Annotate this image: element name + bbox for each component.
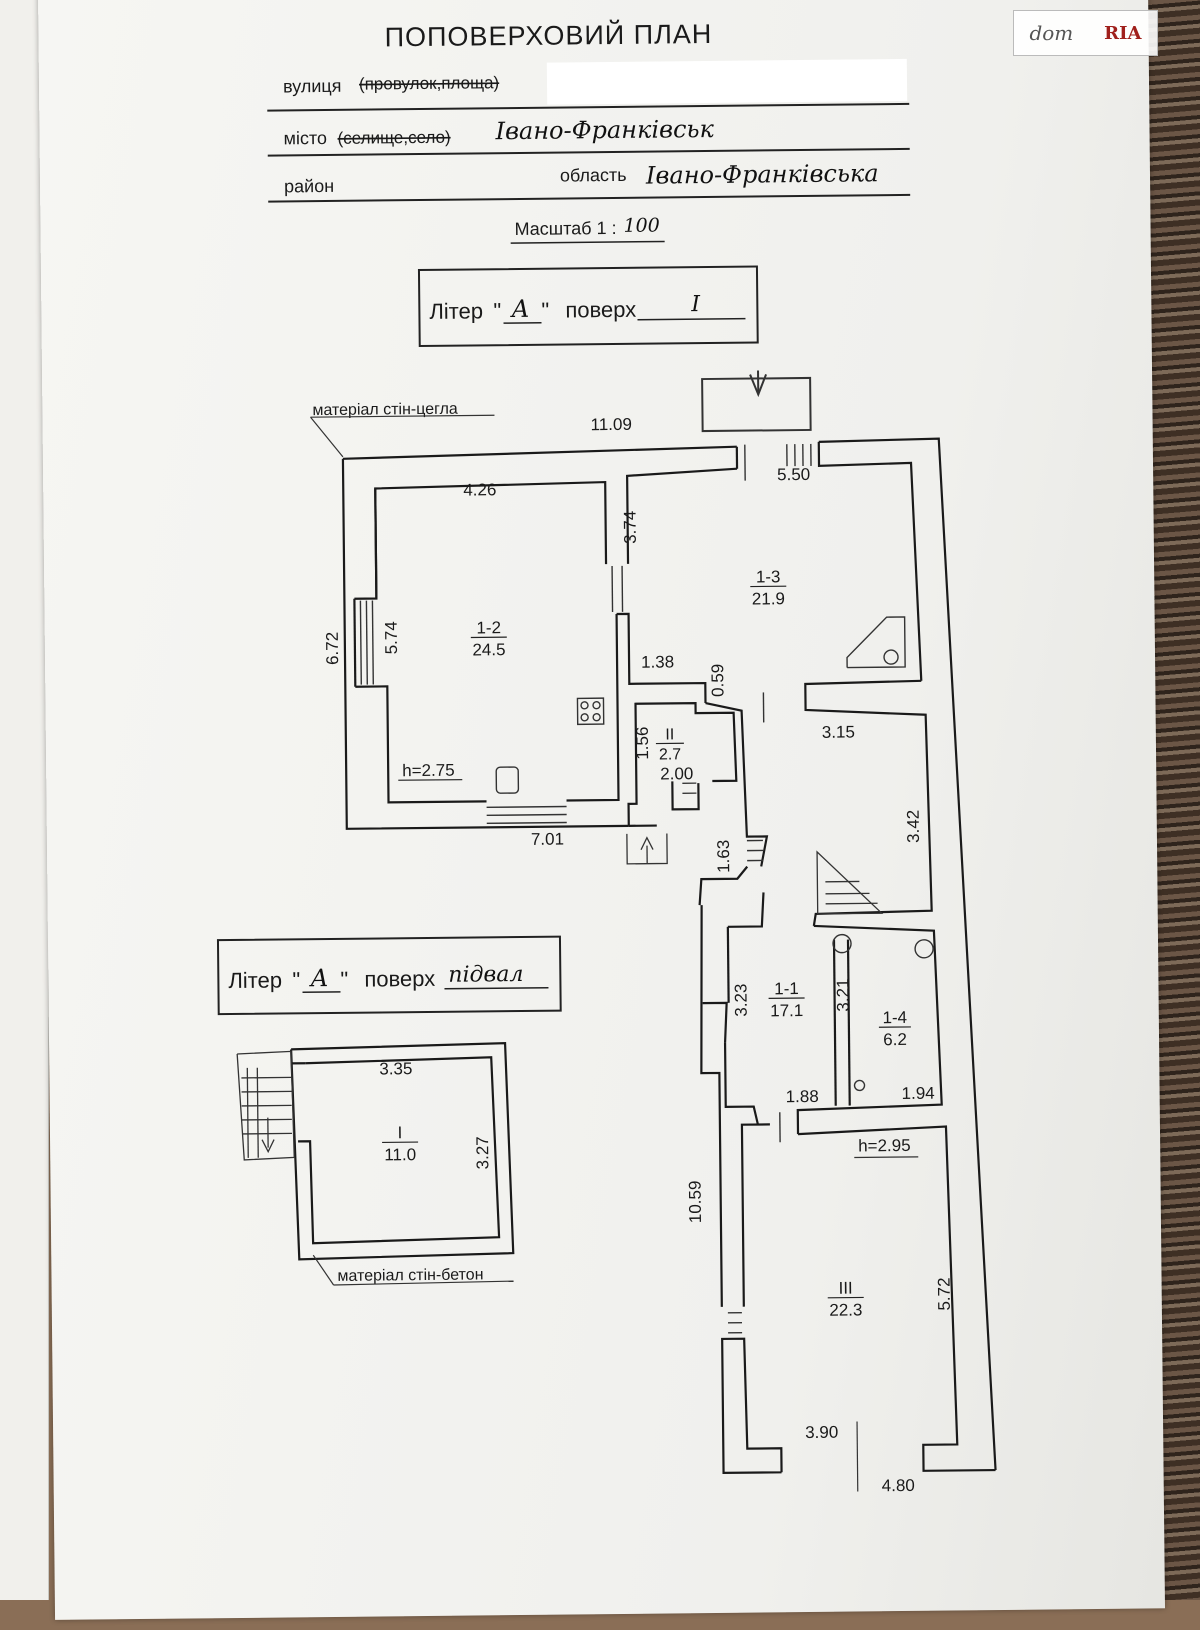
scale-value: 100 xyxy=(623,215,659,237)
dim-7-01: 7.01 xyxy=(531,830,564,849)
dim-6-72: 6.72 xyxy=(323,632,342,665)
dim-1-88: 1.88 xyxy=(786,1087,819,1106)
dim-3-15: 3.15 xyxy=(822,722,855,741)
floor1-wall-material-leader xyxy=(310,417,342,457)
dim-3-23: 3.23 xyxy=(731,984,750,1017)
room-1-2-area: 24.5 xyxy=(472,640,505,659)
floor1-quote-close: " xyxy=(541,298,549,323)
basement-stairs xyxy=(237,1051,294,1160)
floor1-quote-open: " xyxy=(493,298,501,323)
dim-11-09: 11.09 xyxy=(590,415,631,434)
basement-quote-close: " xyxy=(340,967,348,992)
room-II-id: II xyxy=(665,726,674,743)
dim-0-59: 0.59 xyxy=(708,664,727,697)
room-1-3: 1-3 21.9 xyxy=(750,567,786,608)
dim-3-21: 3.21 xyxy=(833,978,852,1011)
street-struck-text: (провулок,площа) xyxy=(359,73,499,93)
basement-liter-label: Літер xyxy=(228,967,282,993)
floor-plan-sheet: ПОПОВЕРХОВИЙ ПЛАН вулиця (провулок,площа… xyxy=(38,0,1165,1620)
floor1-floor-value: I xyxy=(690,292,701,317)
city-label: місто xyxy=(283,128,327,148)
room-III-id: III xyxy=(838,1279,852,1298)
oblast-label: область xyxy=(560,165,627,186)
room-I-id: I xyxy=(398,1123,403,1142)
basement-floor-value: підвал xyxy=(448,962,523,988)
room-1-3-area: 21.9 xyxy=(752,589,785,608)
scale-underline xyxy=(511,241,665,243)
basement-floor-label: поверх xyxy=(364,966,435,992)
dim-5-72: 5.72 xyxy=(935,1277,954,1310)
room-III: III 22.3 xyxy=(828,1278,864,1319)
floor1-stairs xyxy=(626,781,881,916)
dim-1-56: 1.56 xyxy=(633,727,652,760)
dim-h-2-75-underline xyxy=(398,780,462,781)
scale-label: Масштаб 1 : xyxy=(514,218,616,239)
room-I-area: 11.0 xyxy=(384,1145,416,1164)
floor1-openings xyxy=(359,444,820,1337)
basement-quote-open: " xyxy=(292,967,300,992)
room-1-4-id: 1-4 xyxy=(882,1008,907,1027)
room-1-1-area: 17.1 xyxy=(770,1001,803,1020)
dim-4-80: 4.80 xyxy=(882,1476,915,1495)
district-label: район xyxy=(284,176,334,197)
dim-5-74: 5.74 xyxy=(382,621,401,654)
dim-3-74: 3.74 xyxy=(620,511,639,544)
dim-3-42: 3.42 xyxy=(904,810,923,843)
city-line xyxy=(268,149,910,156)
city-struck-text: (селище,село) xyxy=(337,128,450,148)
dim-2-00: 2.00 xyxy=(660,764,693,783)
city-value: Івано-Франківськ xyxy=(494,115,714,145)
room-1-2-id: 1-2 xyxy=(476,618,501,637)
room-1-3-id: 1-3 xyxy=(756,567,781,586)
dim-3-27: 3.27 xyxy=(473,1136,492,1169)
entrance-porch xyxy=(702,378,811,431)
dim-10-59: 10.59 xyxy=(686,1181,705,1224)
dim-1-38: 1.38 xyxy=(641,652,674,671)
street-line xyxy=(267,104,909,111)
room-1-4-area: 6.2 xyxy=(883,1030,907,1049)
room-II-area: 2.7 xyxy=(659,746,682,763)
room-1-1: 1-1 17.1 xyxy=(768,979,804,1020)
dim-4-80-tick xyxy=(857,1422,858,1492)
basement-floor-underline xyxy=(444,988,548,989)
oblast-value: Івано-Франківська xyxy=(645,159,879,189)
floor1-liter-label: Літер xyxy=(429,298,483,324)
floor1-floor-label: поверх xyxy=(565,297,636,323)
dim-3-35: 3.35 xyxy=(379,1059,412,1078)
watermark-ria-logo: RIA xyxy=(1104,23,1141,44)
floor1-floor-underline xyxy=(637,319,745,320)
street-label: вулиця xyxy=(283,76,342,97)
room-1-1-id: 1-1 xyxy=(774,979,799,998)
room-III-area: 22.3 xyxy=(829,1300,862,1319)
floor1-walls xyxy=(343,438,996,1477)
dim-h-2-95-underline xyxy=(854,1157,918,1158)
dim-3-90: 3.90 xyxy=(805,1423,838,1442)
redacted-street-box xyxy=(547,59,907,105)
room-1-4: 1-4 6.2 xyxy=(879,1008,911,1049)
basement-liter-value: А xyxy=(308,964,328,992)
room-1-2: 1-2 24.5 xyxy=(471,618,507,659)
dim-h-2-75: h=2.75 xyxy=(402,761,455,781)
district-line xyxy=(268,195,910,202)
room-II: II 2.7 xyxy=(656,726,684,763)
floor-plan-drawing: ПОПОВЕРХОВИЙ ПЛАН вулиця (провулок,площа… xyxy=(38,0,1175,1630)
floor1-liter-value: А xyxy=(509,295,529,323)
dim-5-50: 5.50 xyxy=(777,465,810,484)
dim-1-94: 1.94 xyxy=(902,1084,935,1103)
watermark-dom-text: dom xyxy=(1029,21,1073,45)
room-I: I 11.0 xyxy=(382,1123,418,1164)
dim-4-26: 4.26 xyxy=(463,480,496,499)
dim-1-63: 1.63 xyxy=(714,840,733,873)
dom-ria-watermark: dom RIA xyxy=(1013,10,1158,56)
page-title: ПОПОВЕРХОВИЙ ПЛАН xyxy=(384,18,712,52)
dim-h-2-95: h=2.95 xyxy=(858,1136,911,1156)
